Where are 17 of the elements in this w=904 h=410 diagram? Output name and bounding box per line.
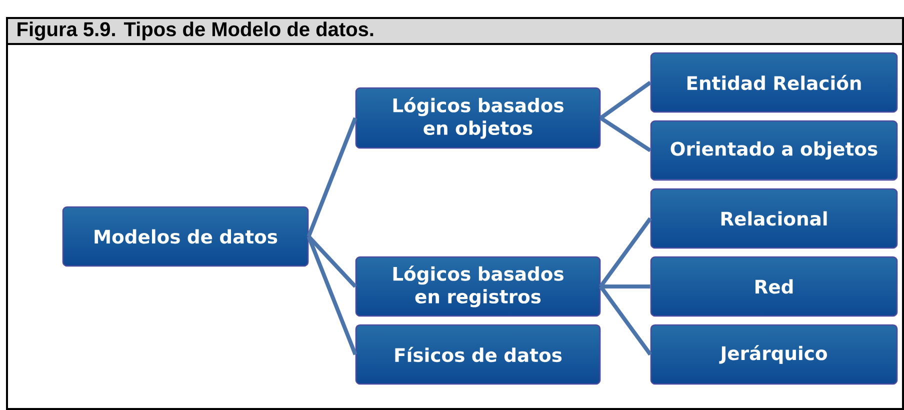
category-box: Lógicos basados en objetos bbox=[355, 87, 601, 149]
category-box: Relacional bbox=[650, 188, 898, 249]
connector-line bbox=[306, 117, 358, 238]
title-band: Figura 5.9. Tipos de Modelo de datos. bbox=[6, 17, 904, 45]
connector-line bbox=[599, 285, 652, 356]
connector-line bbox=[599, 217, 652, 288]
connector-line bbox=[600, 284, 650, 288]
category-box: Orientado a objetos bbox=[650, 120, 898, 181]
connector-line bbox=[306, 236, 358, 356]
connector-line bbox=[600, 80, 652, 120]
category-box: Red bbox=[650, 256, 898, 317]
category-box: Entidad Relación bbox=[650, 52, 898, 113]
category-box: Físicos de datos bbox=[355, 324, 601, 385]
category-box: Jerárquico bbox=[650, 324, 898, 385]
connector-line bbox=[600, 116, 652, 152]
category-box: Modelos de datos bbox=[62, 206, 309, 267]
category-box: Lógicos basados en registros bbox=[355, 256, 601, 317]
